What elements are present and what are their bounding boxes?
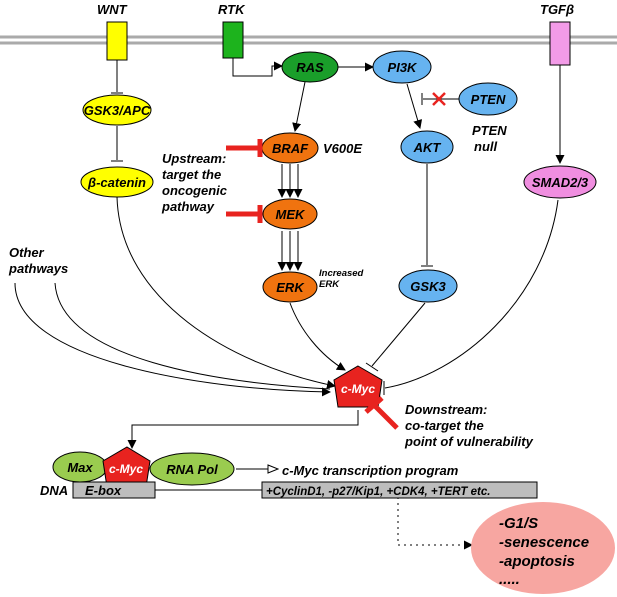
mek-drug-inhibitor xyxy=(226,205,263,223)
erk-label: ERK xyxy=(276,280,305,295)
pten-null-line1: PTEN xyxy=(472,123,507,138)
braf-node[interactable]: BRAF xyxy=(261,132,319,164)
beta-catenin-node[interactable]: β-catenin xyxy=(80,166,154,198)
akt-label: AKT xyxy=(413,140,442,155)
outcomes-bubble[interactable]: -G1/S -senescence -apoptosis ..... xyxy=(471,502,615,594)
tgfb-receptor[interactable] xyxy=(549,21,571,66)
other-pathway-curve-2 xyxy=(54,282,331,390)
akt-node[interactable]: AKT xyxy=(400,130,454,164)
increased-erk-line2: ERK xyxy=(319,279,340,290)
other-pathway-curve-1 xyxy=(14,282,331,397)
beta-catenin-label: β-catenin xyxy=(87,175,146,190)
pten-node[interactable]: PTEN xyxy=(458,82,518,116)
pten-null-line2: null xyxy=(474,139,497,154)
ras-label: RAS xyxy=(296,60,324,75)
outcome-senescence: -senescence xyxy=(499,534,589,551)
max-node[interactable]: Max xyxy=(52,451,108,483)
target-genes-box[interactable]: +CyclinD1, -p27/Kip1, +CDK4, +TERT etc. xyxy=(261,481,538,499)
tgfb-label: TGFβ xyxy=(540,2,574,17)
upstream-line1: Upstream: xyxy=(162,151,226,166)
connectors xyxy=(14,58,565,550)
outcome-g1s: -G1/S xyxy=(499,515,538,532)
pten-label: PTEN xyxy=(471,92,506,107)
ras-to-braf-arrow xyxy=(292,81,306,132)
gsk3-to-myc-line xyxy=(371,302,426,367)
downstream-line1: Downstream: xyxy=(405,402,487,417)
pi3k-to-akt-arrow xyxy=(406,83,423,129)
cmyc-node[interactable]: c-Myc xyxy=(333,365,383,408)
ebox-box[interactable]: E-box xyxy=(72,481,156,499)
braf-drug-inhibitor xyxy=(226,139,263,157)
dna-label: DNA xyxy=(40,483,68,498)
upstream-line4: pathway xyxy=(161,199,215,214)
myc-to-complex-arrow xyxy=(127,410,359,449)
gsk3-inhibit-bar xyxy=(365,362,379,372)
braf-label: BRAF xyxy=(272,141,309,156)
upstream-line3: oncogenic xyxy=(162,183,228,198)
other-pathways-line1: Other xyxy=(9,245,45,260)
cell-membrane xyxy=(0,35,617,45)
transcription-program-label: c-Myc transcription program xyxy=(282,463,459,478)
downstream-line2: co-target the xyxy=(405,418,484,433)
mek-label: MEK xyxy=(276,207,307,222)
erk-to-myc-arrow xyxy=(289,302,346,371)
catenin-to-myc-arrow xyxy=(116,196,336,389)
cmyc-label: c-Myc xyxy=(341,382,375,396)
target-genes-label: +CyclinD1, -p27/Kip1, +CDK4, +TERT etc. xyxy=(266,486,490,498)
erk-node[interactable]: ERK xyxy=(262,271,318,303)
downstream-line3: point of vulnerability xyxy=(404,434,534,449)
rna-pol-node[interactable]: RNA Pol xyxy=(149,452,235,486)
cmyc-complex-node[interactable]: c-Myc xyxy=(102,446,151,488)
rna-pol-label: RNA Pol xyxy=(166,462,218,477)
smad-node[interactable]: SMAD2/3 xyxy=(523,165,597,199)
ras-node[interactable]: RAS xyxy=(281,51,339,83)
outcome-apoptosis: -apoptosis xyxy=(499,553,575,570)
pten-block-x-icon xyxy=(432,92,446,106)
cmyc-complex-label: c-Myc xyxy=(109,462,143,476)
mek-node[interactable]: MEK xyxy=(262,198,318,230)
increased-erk-line1: Increased xyxy=(319,268,364,279)
outcome-more: ..... xyxy=(499,571,520,588)
targets-to-outcomes-arrow xyxy=(397,497,473,550)
v600e-label: V600E xyxy=(323,141,362,156)
rtk-to-ras-arrow xyxy=(232,58,283,77)
wnt-receptor[interactable] xyxy=(106,21,128,61)
gsk3-apc-label: GSK3/APC xyxy=(84,103,151,118)
wnt-label: WNT xyxy=(97,2,128,17)
max-label: Max xyxy=(67,460,93,475)
ebox-label: E-box xyxy=(85,483,122,498)
rtk-receptor[interactable] xyxy=(222,21,244,59)
other-pathways-line2: pathways xyxy=(8,261,68,276)
gsk3-node[interactable]: GSK3 xyxy=(398,269,458,303)
pi3k-label: PI3K xyxy=(388,60,419,75)
rtk-label: RTK xyxy=(218,2,246,17)
smad-to-myc-line xyxy=(384,199,559,389)
gsk3-label: GSK3 xyxy=(410,279,446,294)
upstream-line2: target the xyxy=(162,167,221,182)
smad-label: SMAD2/3 xyxy=(532,175,589,190)
myc-drug-inhibitor xyxy=(364,396,399,430)
gsk3-apc-node[interactable]: GSK3/APC xyxy=(82,94,152,126)
pi3k-node[interactable]: PI3K xyxy=(372,50,432,84)
